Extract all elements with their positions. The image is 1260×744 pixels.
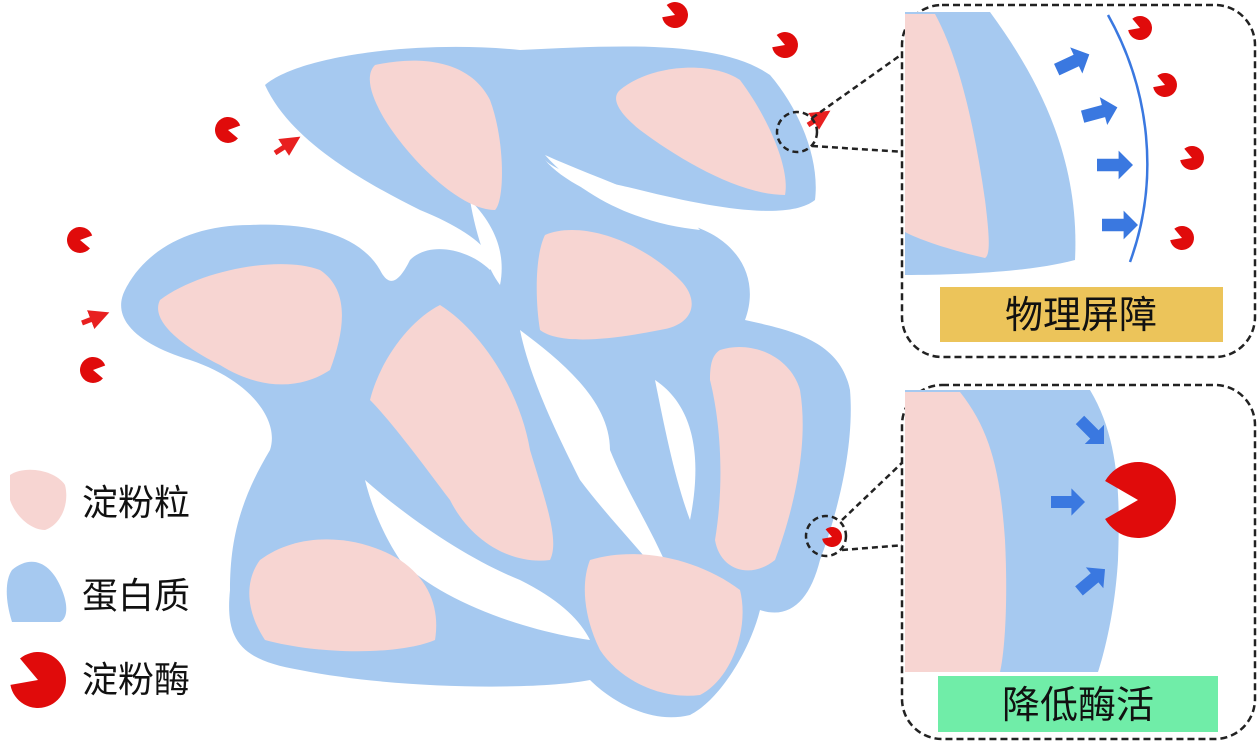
inset-reduced-activity: 降低酶活 (900, 383, 1257, 741)
arrow-icon (1054, 47, 1090, 76)
amylase-enzyme (215, 116, 241, 143)
inset-activity-label: 降低酶活 (1002, 683, 1154, 727)
zoom-connectors (775, 50, 906, 558)
amylase-enzyme (1153, 72, 1177, 97)
legend-label-protein: 蛋白质 (82, 576, 190, 617)
starch-granules (158, 60, 803, 696)
amylase-enzyme (1170, 226, 1194, 251)
amylase-enzyme (1105, 461, 1177, 538)
approach-arrows (81, 110, 831, 329)
legend: 淀粉粒 蛋白质 淀粉酶 (6, 469, 190, 709)
inset-barrier-label: 物理屏障 (1005, 293, 1157, 337)
amylase-enzyme (822, 527, 842, 548)
amylase-enzyme (662, 1, 688, 28)
pores (365, 155, 700, 640)
amylase-enzyme (1128, 15, 1152, 40)
amylase-enzyme (10, 652, 67, 709)
amylase-enzyme (772, 31, 798, 58)
legend-label-amylase: 淀粉酶 (82, 660, 190, 701)
inset-physical-barrier: 物理屏障 (900, 3, 1257, 359)
legend-label-starch: 淀粉粒 (82, 483, 190, 524)
arrow-icon (1097, 150, 1133, 180)
starch-granule-icon (10, 469, 67, 530)
blocked-arrows (1054, 15, 1204, 251)
protein-icon (6, 561, 67, 622)
amylase-icon (10, 652, 67, 709)
arrow-icon (1080, 97, 1118, 125)
arrow-icon (1075, 415, 1105, 445)
amylase-enzyme (80, 356, 106, 383)
amylase-enzyme (1180, 145, 1204, 170)
inhibition-arrows (1051, 415, 1106, 596)
arrow-icon (1102, 210, 1138, 240)
arrow-icon (1075, 567, 1106, 596)
enzymes (66, 1, 842, 548)
amylase-enzyme (66, 227, 93, 254)
arrow-icon (1051, 488, 1085, 516)
